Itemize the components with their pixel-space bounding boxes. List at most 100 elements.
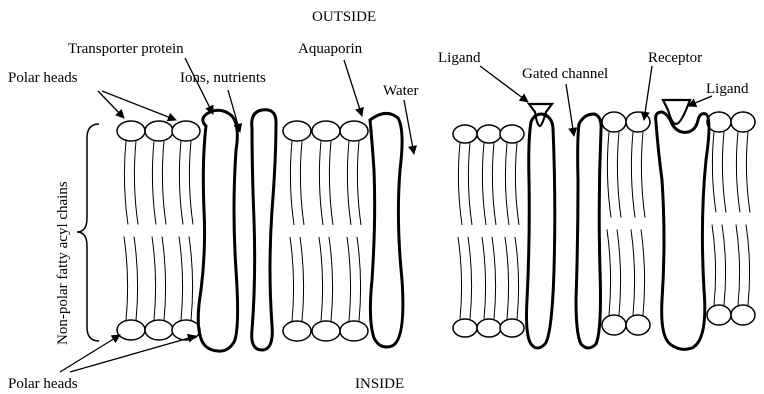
fatty-acyl-tail	[179, 237, 183, 321]
polar-head-outer	[602, 112, 626, 132]
polar-head-inner	[117, 320, 145, 340]
fatty-acyl-tail	[300, 237, 304, 321]
fatty-acyl-tail	[189, 237, 193, 321]
fatty-acyl-tail	[712, 225, 716, 306]
fatty-acyl-tail	[329, 237, 333, 321]
fatty-acyl-tail	[746, 132, 750, 213]
aquaporin-label: Aquaporin	[298, 41, 363, 57]
fatty-acyl-tail	[458, 237, 462, 319]
fatty-acyl-tail	[736, 225, 740, 306]
fatty-acyl-tail	[162, 237, 166, 321]
fatty-acyl-tail	[617, 230, 621, 316]
ligand-right-label: Ligand	[706, 81, 749, 97]
polar-head-inner	[172, 320, 200, 340]
polar-head-inner	[477, 319, 501, 337]
polar-head-outer	[453, 125, 477, 143]
polar-head-inner	[312, 321, 340, 341]
fatty-acyl-tail	[468, 143, 472, 225]
fatty-acyl-tail	[357, 237, 361, 321]
fatty-acyl-tail	[617, 132, 621, 218]
fatty-acyl-tail	[179, 141, 183, 225]
lipid-tails	[124, 132, 750, 321]
polar-head-inner	[453, 319, 477, 337]
aquaporin-right-shape	[370, 113, 403, 347]
fatty-acyl-tail	[492, 237, 496, 319]
fatty-acyl-tail	[319, 237, 323, 321]
gated-channel-label: Gated channel	[522, 66, 608, 82]
polar-head-outer	[731, 112, 755, 132]
gated-channel-left-shape	[527, 114, 555, 348]
polar-head-outer	[172, 121, 200, 141]
fatty-chains-brace	[77, 124, 99, 341]
outside-label: OUTSIDE	[312, 9, 376, 25]
polar-head-outer	[500, 125, 524, 143]
polar-head-outer	[145, 121, 173, 141]
fatty-acyl-tail	[329, 141, 333, 225]
fatty-acyl-tail	[290, 141, 294, 225]
aquaporin-left-shape	[252, 110, 276, 350]
fatty-acyl-tail	[505, 143, 509, 225]
fatty-acyl-tail	[515, 143, 519, 225]
ligand-left-label: Ligand	[438, 50, 481, 66]
fatty-acyl-tail	[134, 237, 138, 321]
fatty-acyl-tail	[641, 230, 645, 316]
fatty-acyl-tail	[347, 141, 351, 225]
polar-head-inner	[283, 321, 311, 341]
fatty-acyl-tail	[458, 143, 462, 225]
polar-head-inner	[340, 321, 368, 341]
polar-head-outer	[312, 121, 340, 141]
polar-head-inner	[707, 305, 731, 325]
gated-channel-right-shape	[576, 114, 601, 348]
fatty-acyl-tail	[152, 237, 156, 321]
fatty-acyl-tail	[124, 141, 128, 225]
fatty-acyl-tail	[515, 237, 519, 319]
polar-head-inner	[626, 315, 650, 335]
fatty-acyl-tail	[607, 230, 611, 316]
fatty-acyl-tail	[492, 143, 496, 225]
polar-head-outer	[283, 121, 311, 141]
fatty-acyl-tail	[134, 141, 138, 225]
fatty-acyl-tail	[722, 225, 726, 306]
polar-head-outer	[477, 125, 501, 143]
fatty-acyl-tail	[162, 141, 166, 225]
fatty-acyl-tail	[347, 237, 351, 321]
polar-head-inner	[731, 305, 755, 325]
ligand-right-shape	[663, 100, 690, 124]
water-label: Water	[383, 83, 418, 99]
polar-head-inner	[500, 319, 524, 337]
fatty-acyl-tail	[631, 230, 635, 316]
fatty-acyl-tail	[746, 225, 750, 306]
fatty-acyl-tail	[607, 132, 611, 218]
polar-head-outer	[707, 112, 731, 132]
receptor-shape	[656, 112, 709, 349]
fatty-acyl-tail	[357, 141, 361, 225]
polar-heads-top-label: Polar heads	[8, 70, 78, 86]
fatty-acyl-tail	[505, 237, 509, 319]
inside-label: INSIDE	[355, 376, 404, 392]
fatty-acyl-tail	[152, 141, 156, 225]
fatty-acyl-tail	[736, 132, 740, 213]
fatty-acyl-tail	[290, 237, 294, 321]
fatty-acyl-tail	[712, 132, 716, 213]
fatty-acyl-tail	[468, 237, 472, 319]
polar-head-inner	[602, 315, 626, 335]
receptor-label: Receptor	[648, 50, 702, 66]
fatty-acyl-tail	[482, 237, 486, 319]
fatty-acyl-tail	[641, 132, 645, 218]
polar-head-outer	[117, 121, 145, 141]
polar-head-inner	[145, 320, 173, 340]
transporter-protein-shape	[198, 110, 237, 351]
transporter-protein-label: Transporter protein	[68, 41, 184, 57]
fatty-acyl-tail	[319, 141, 323, 225]
fatty-acyl-tail	[722, 132, 726, 213]
fatty-acyl-tail	[482, 143, 486, 225]
polar-heads-bottom-label: Polar heads	[8, 376, 78, 392]
fatty-acyl-tail	[300, 141, 304, 225]
polar-head-outer	[340, 121, 368, 141]
fatty-acyl-tail	[124, 237, 128, 321]
fatty-acyl-tail	[631, 132, 635, 218]
polar-head-outer	[626, 112, 650, 132]
fatty-chains-label: Non-polar fatty acyl chains	[55, 181, 71, 345]
fatty-acyl-tail	[189, 141, 193, 225]
